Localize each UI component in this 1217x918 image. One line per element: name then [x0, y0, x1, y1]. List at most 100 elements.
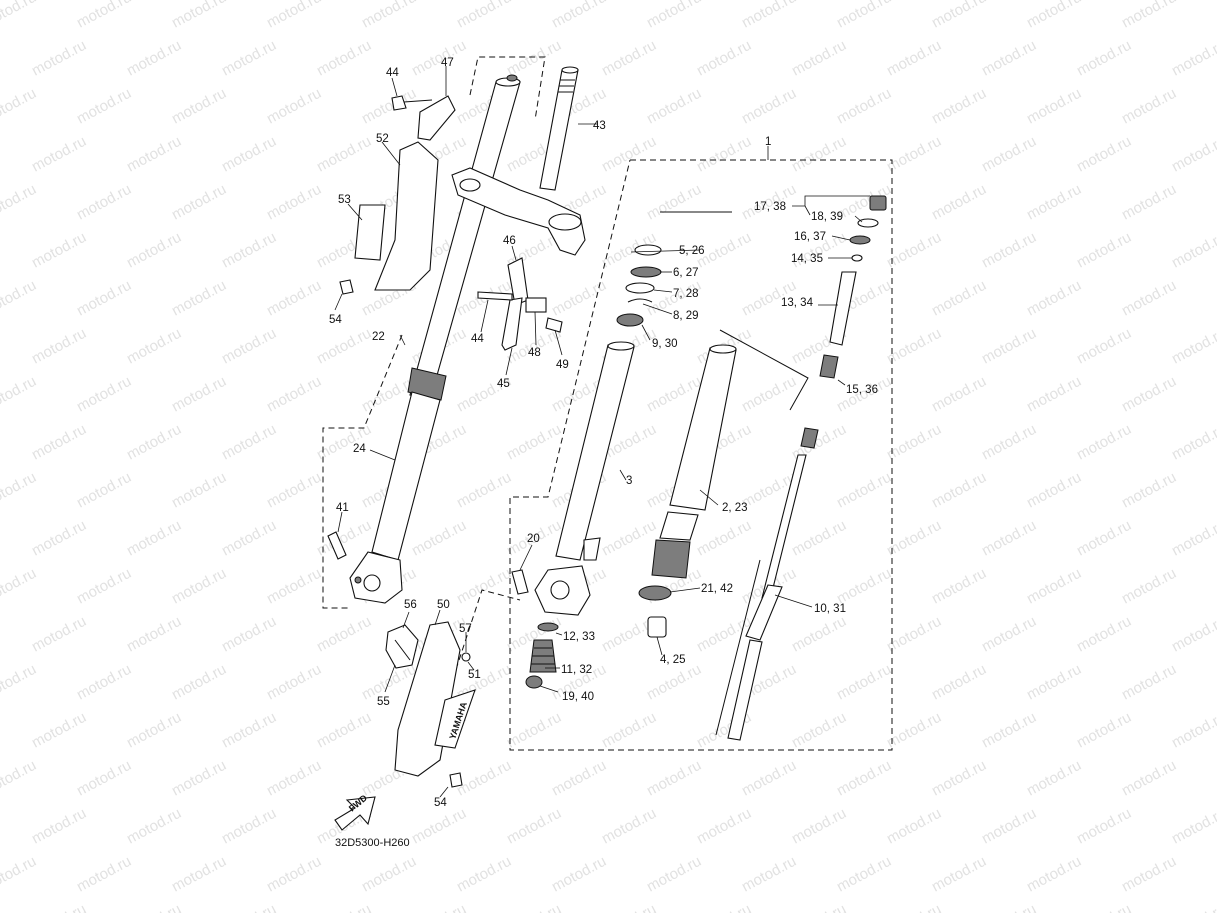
watermark-text: motod.ru	[979, 37, 1039, 80]
under-bracket-tube-hole	[459, 178, 481, 192]
watermark-text: motod.ru	[169, 469, 229, 512]
clip-8	[627, 298, 653, 303]
watermark-text: motod.ru	[884, 133, 944, 176]
watermark-text: motod.ru	[884, 517, 944, 560]
watermark-text: motod.ru	[694, 901, 754, 913]
watermark-text: motod.ru	[169, 85, 229, 128]
watermark-text: motod.ru	[929, 757, 989, 800]
watermark-text: motod.ru	[884, 709, 944, 752]
watermark-text: motod.ru	[314, 37, 374, 80]
watermark-text: motod.ru	[1119, 181, 1179, 224]
watermark-text: motod.ru	[0, 661, 39, 704]
watermark-text: motod.ru	[74, 469, 134, 512]
watermark-text: motod.ru	[644, 0, 704, 32]
watermark-text: motod.ru	[264, 469, 324, 512]
watermark-text: motod.ru	[789, 37, 849, 80]
watermark-text: motod.ru	[884, 901, 944, 913]
left-dust-seal	[407, 367, 447, 401]
watermark-text: motod.ru	[739, 757, 799, 800]
bolt-49	[545, 317, 563, 333]
watermark-text: motod.ru	[264, 277, 324, 320]
left-pinch-bolt	[327, 531, 347, 560]
watermark-text: motod.ru	[124, 421, 184, 464]
watermark-text: motod.ru	[1119, 85, 1179, 128]
watermark-text: motod.ru	[979, 133, 1039, 176]
clamp-48	[525, 297, 547, 313]
watermark-text: motod.ru	[29, 709, 89, 752]
callout-44-lower: 44	[471, 333, 484, 345]
callout-11-32: 11, 32	[561, 664, 592, 676]
yamaha-decal-plate	[434, 689, 476, 749]
watermark-text: motod.ru	[264, 661, 324, 704]
watermark-text: motod.ru	[789, 901, 849, 913]
watermark-text: motod.ru	[929, 853, 989, 896]
watermark-text: motod.ru	[834, 661, 894, 704]
watermark-text: motod.ru	[979, 805, 1039, 848]
watermark-text: motod.ru	[0, 853, 39, 896]
inner-tube-3-top	[607, 341, 635, 351]
watermark-text: motod.ru	[1214, 0, 1217, 32]
steering-stem-shaft	[539, 69, 579, 191]
watermark-text: motod.ru	[504, 901, 564, 913]
watermark-text: motod.ru	[1119, 277, 1179, 320]
watermark-text: motod.ru	[1024, 757, 1084, 800]
assembly-outline-left-lower	[322, 334, 403, 609]
left-fork-assembly	[327, 74, 521, 604]
washer-6	[630, 266, 662, 278]
watermark-text: motod.ru	[599, 517, 659, 560]
watermark-text: motod.ru	[694, 37, 754, 80]
bolt-44-upper-head	[391, 95, 407, 111]
watermark-text: motod.ru	[264, 757, 324, 800]
callout-18-39: 18, 39	[811, 211, 843, 223]
watermark-text: motod.ru	[1119, 0, 1179, 32]
watermark-text: motod.ru	[29, 517, 89, 560]
watermark-text: motod.ru	[1074, 325, 1134, 368]
watermark-text: motod.ru	[929, 565, 989, 608]
watermark-text: motod.ru	[169, 373, 229, 416]
diagram-code: 32D5300-H260	[335, 837, 410, 849]
watermark-text: motod.ru	[834, 85, 894, 128]
outer-tube-2-top	[709, 344, 737, 354]
watermark-text: motod.ru	[1074, 517, 1134, 560]
steering-stem-top	[561, 66, 579, 74]
watermark-text: motod.ru	[314, 901, 374, 913]
callout-5-26: 5, 26	[679, 245, 705, 257]
spring-19	[525, 675, 543, 689]
watermark-text: motod.ru	[1169, 517, 1217, 560]
callout-14-35: 14, 35	[791, 253, 823, 265]
watermark-text: motod.ru	[789, 613, 849, 656]
watermark-text: motod.ru	[124, 901, 184, 913]
damper-rod-assembly	[715, 195, 887, 741]
watermark-text: motod.ru	[979, 229, 1039, 272]
watermark-text: motod.ru	[169, 565, 229, 608]
watermark-text: motod.ru	[1024, 469, 1084, 512]
ring-12	[537, 622, 559, 632]
watermark-text: motod.ru	[1024, 85, 1084, 128]
watermark-text: motod.ru	[599, 709, 659, 752]
callout-51: 51	[468, 669, 481, 681]
watermark-text: motod.ru	[929, 0, 989, 32]
watermark-text: motod.ru	[219, 325, 279, 368]
watermark-text: motod.ru	[504, 805, 564, 848]
left-axle-hole	[363, 574, 381, 592]
watermark-text: motod.ru	[979, 421, 1039, 464]
rod-lower	[745, 584, 783, 641]
callout-24: 24	[353, 443, 366, 455]
watermark-text: motod.ru	[979, 613, 1039, 656]
watermark-text: motod.ru	[29, 901, 89, 913]
watermark-text: motod.ru	[644, 757, 704, 800]
bolt-44-lower	[477, 291, 513, 301]
watermark-text: motod.ru	[929, 661, 989, 704]
watermark-text: motod.ru	[359, 0, 419, 32]
watermark-text: motod.ru	[599, 805, 659, 848]
watermark-text: motod.ru	[124, 517, 184, 560]
left-bracket-bolt	[354, 576, 362, 584]
watermark-text: motod.ru	[264, 373, 324, 416]
watermark-text: motod.ru	[789, 709, 849, 752]
watermark-text: motod.ru	[979, 901, 1039, 913]
watermark-text: motod.ru	[219, 421, 279, 464]
watermark-text: motod.ru	[549, 853, 609, 896]
under-bracket-stem-hole	[548, 213, 582, 231]
watermark-text: motod.ru	[74, 277, 134, 320]
